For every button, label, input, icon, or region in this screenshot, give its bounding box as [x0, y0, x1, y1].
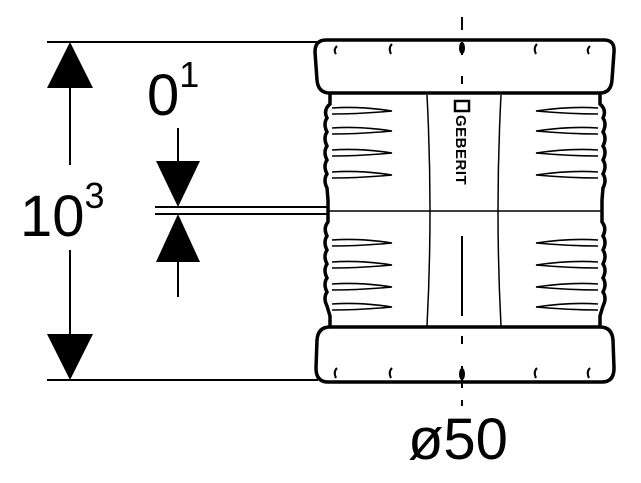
gap-arrow-up — [156, 214, 200, 262]
brand-logo: GEBERIT — [452, 99, 471, 185]
coupling-bottom-rim — [314, 325, 616, 384]
rim-notches-bottom — [333, 367, 591, 379]
height-arrow-bottom — [47, 334, 93, 380]
gap-label: 01 — [147, 54, 199, 128]
diameter-label: ø50 — [408, 407, 508, 472]
height-dimension: 103 — [20, 42, 105, 380]
height-arrow-top — [47, 42, 93, 88]
center-band-left-edge — [426, 94, 431, 327]
fins-right-lower — [535, 238, 599, 311]
rim-notches-top — [333, 43, 591, 55]
fins-left-lower — [331, 238, 393, 311]
gap-label-superscript: 1 — [179, 54, 199, 95]
center-band-right-edge — [497, 94, 502, 327]
gap-arrow-down — [156, 161, 200, 207]
gap-dimension: 01 — [147, 54, 200, 297]
rim-center-markers — [459, 42, 465, 380]
brand-logo-mark — [453, 99, 471, 113]
height-label: 103 — [20, 175, 105, 249]
coupling — [313, 38, 616, 384]
height-label-superscript: 3 — [85, 175, 105, 216]
gap-label-base: 0 — [147, 63, 179, 128]
fins-right-upper — [535, 106, 599, 179]
fins-left-upper — [331, 106, 393, 179]
extension-lines — [47, 41, 328, 381]
coupling-right-profile — [598, 93, 607, 327]
height-label-base: 10 — [20, 184, 85, 249]
brand-label: GEBERIT — [452, 115, 469, 185]
coupling-left-profile — [323, 93, 332, 327]
